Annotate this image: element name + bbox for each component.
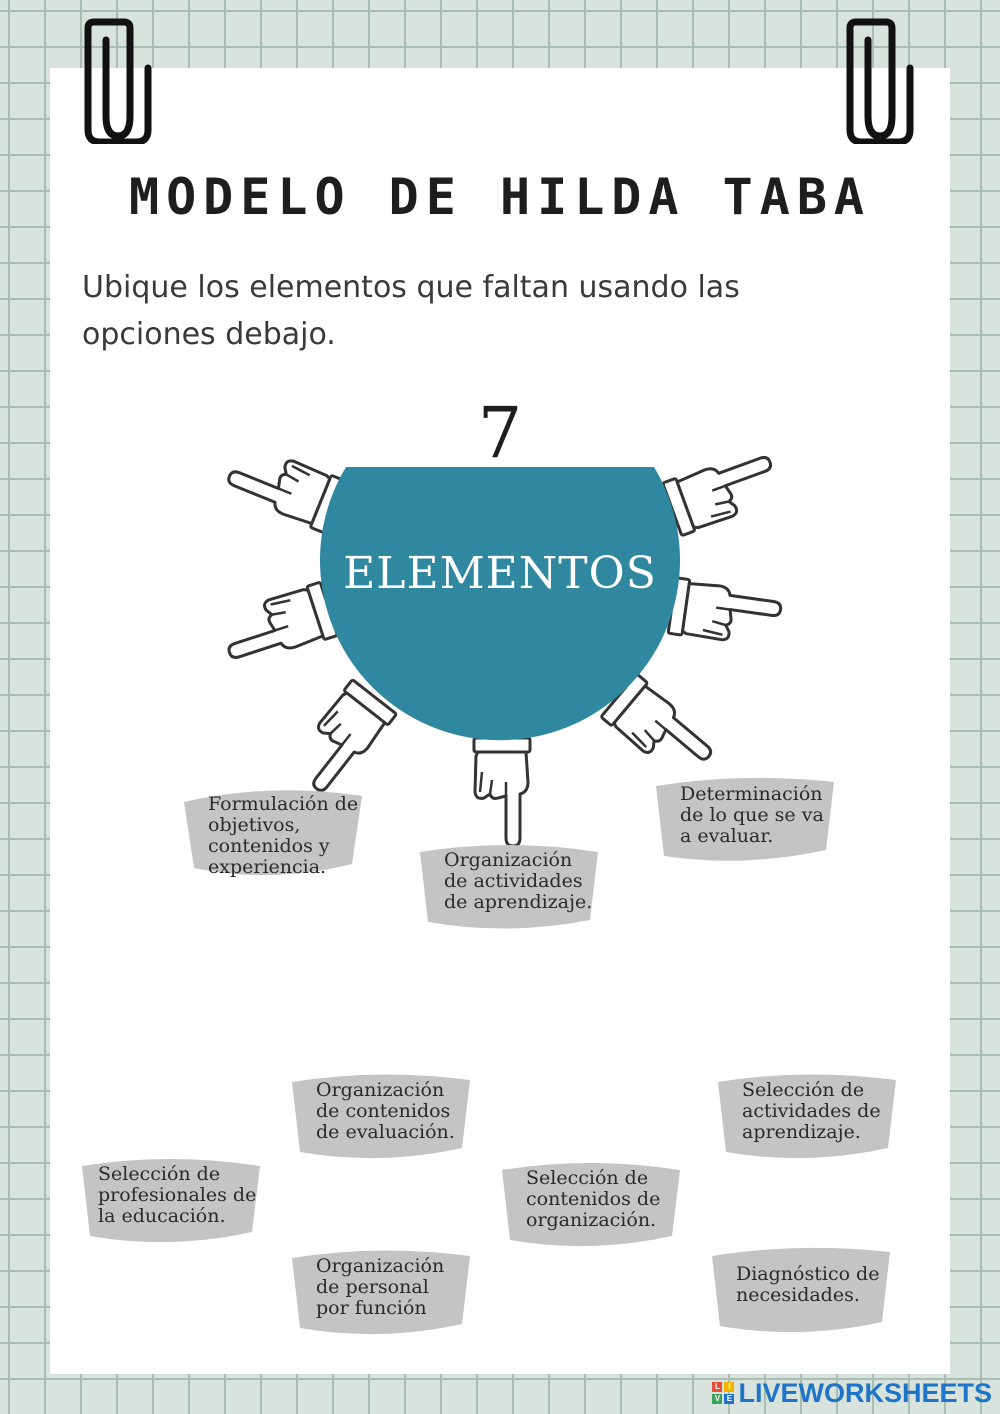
option-label: Organización de contenidos de evaluación… xyxy=(316,1079,455,1143)
placed-card[interactable]: Determinación de lo que se va a evaluar. xyxy=(654,772,836,868)
option-card[interactable]: Organización de contenidos de evaluación… xyxy=(290,1068,472,1164)
placed-card[interactable]: Organización de actividades de aprendiza… xyxy=(418,838,600,934)
elements-count: 7 xyxy=(477,392,523,474)
instruction-text: Ubique los elementos que faltan usando l… xyxy=(82,270,740,352)
card-label: Formulación de objetivos, contenidos y e… xyxy=(208,793,359,878)
option-card[interactable]: Organización de personal por función xyxy=(290,1244,472,1340)
card-shape xyxy=(712,1247,890,1333)
option-label: Selección de actividades de aprendizaje. xyxy=(742,1079,881,1143)
card-shape xyxy=(292,1074,470,1159)
option-card[interactable]: Selección de profesionales de la educaci… xyxy=(80,1152,262,1248)
page-title: MODELO DE HILDA TABA xyxy=(128,168,872,226)
card-shape xyxy=(502,1163,680,1247)
pointing-hand-icon xyxy=(661,444,785,538)
card-label: Determinación de lo que se va a evaluar. xyxy=(680,783,824,847)
option-label: Selección de profesionales de la educaci… xyxy=(98,1163,257,1227)
card-shape xyxy=(292,1250,470,1335)
paperclip-icon xyxy=(846,18,914,144)
pointing-hand-icon xyxy=(666,576,785,650)
logo-mark-icon: L I V E xyxy=(712,1382,735,1404)
logo-text: LIVEWORKSHEETS xyxy=(738,1377,992,1408)
option-label: Selección de contenidos de organización. xyxy=(526,1167,661,1231)
card-shape xyxy=(656,777,834,861)
pointing-hand-icon xyxy=(472,736,532,848)
card-shape xyxy=(184,790,362,876)
elements-circle xyxy=(320,467,680,741)
option-card[interactable]: Selección de contenidos de organización. xyxy=(500,1156,682,1252)
option-card[interactable]: Selección de actividades de aprendizaje. xyxy=(716,1068,898,1164)
card-label: Organización de actividades de aprendiza… xyxy=(444,849,593,913)
card-shape xyxy=(82,1159,260,1243)
option-label: Organización de personal por función xyxy=(316,1255,445,1319)
option-label: Diagnóstico de necesidades. xyxy=(736,1263,880,1306)
card-shape xyxy=(420,845,598,929)
center-label: ELEMENTOS xyxy=(343,548,657,599)
placed-card[interactable]: Formulación de objetivos, contenidos y e… xyxy=(182,782,364,878)
paperclip-icon xyxy=(84,18,152,144)
option-card[interactable]: Diagnóstico de necesidades. xyxy=(710,1242,892,1338)
card-shape xyxy=(718,1074,896,1159)
liveworksheets-logo[interactable]: L I V E LIVEWORKSHEETS xyxy=(712,1378,992,1408)
